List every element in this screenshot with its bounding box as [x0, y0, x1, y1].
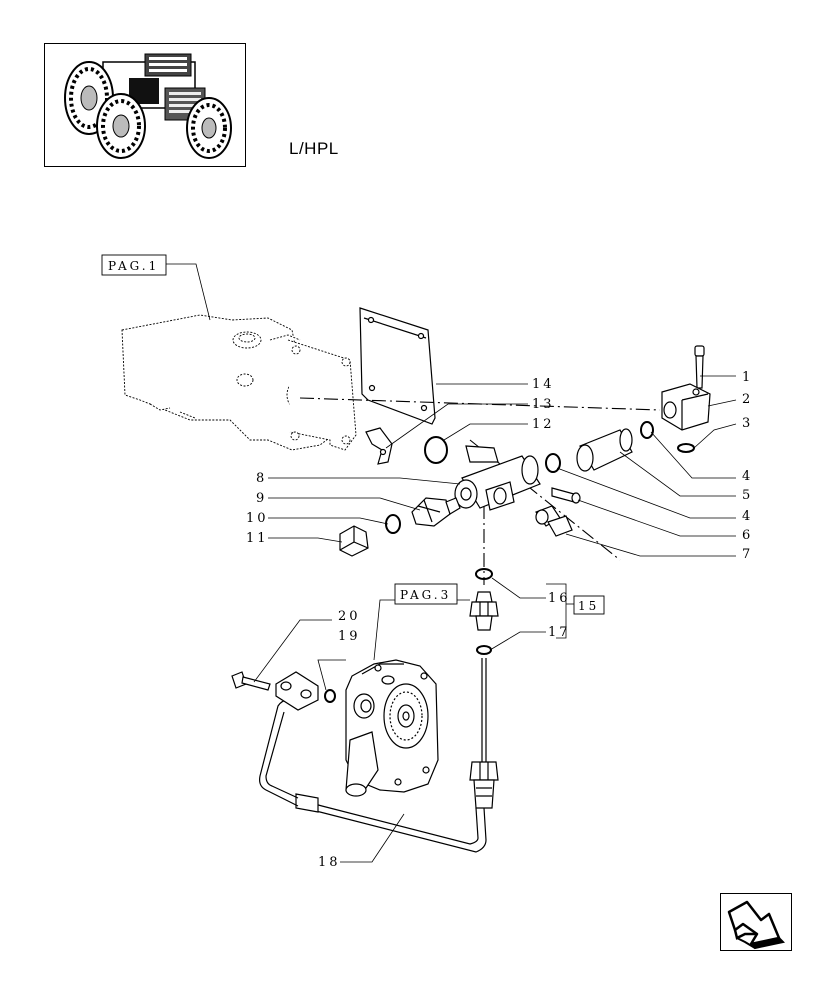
o-ring-part-4-left: [545, 453, 561, 473]
callout-9: 9: [256, 491, 267, 506]
pin-part-6: [551, 487, 581, 504]
tractor-thumbnail-icon: [64, 53, 232, 159]
callout-17: 17: [548, 625, 571, 640]
fitting-part-7: [535, 505, 573, 537]
callout-14: 14: [532, 377, 555, 392]
reference-pag3-label: PAG.3: [400, 588, 451, 602]
callout-1: 1: [742, 370, 753, 385]
screw-part-1: [694, 345, 705, 389]
callout-2: 2: [742, 392, 753, 407]
callout-11: 11: [246, 531, 269, 546]
o-ring-part-19: [324, 689, 336, 703]
pressure-switch-part-9: [411, 497, 461, 527]
callout-19: 19: [338, 629, 361, 644]
callout-5: 5: [742, 488, 753, 503]
o-ring-part-10: [385, 514, 401, 534]
tee-fitting-part-8: [454, 445, 541, 511]
o-ring-part-3: [677, 443, 695, 453]
variant-code: L/HPL: [289, 139, 339, 158]
banjo-fitting: [275, 671, 319, 711]
callout-13: 13: [532, 397, 555, 412]
callout-12: 12: [532, 417, 555, 432]
bracket-part-13: [365, 427, 393, 465]
reference-pag1-label: PAG.1: [108, 259, 159, 273]
callout-18: 18: [318, 855, 341, 870]
tractor-thumbnail: [44, 43, 246, 167]
callout-6: 6: [742, 528, 753, 543]
callout-7: 7: [742, 547, 753, 562]
callout-4a: 4: [742, 469, 753, 484]
next-page-arrow-icon: [727, 900, 786, 950]
hydraulic-pump: [345, 659, 439, 797]
callout-8: 8: [256, 471, 267, 486]
callout-10: 10: [246, 511, 269, 526]
group-ref-15-label: 15: [578, 599, 599, 613]
o-ring-part-16: [475, 568, 493, 580]
callout-labels: 1 2 3 4 5 4 6 7 8 9 10 11 12 13 14 16 17…: [246, 370, 753, 870]
next-page-button[interactable]: [720, 893, 792, 951]
callout-3: 3: [742, 416, 753, 431]
o-ring-part-12: [424, 436, 448, 464]
group-ref-15[interactable]: 15: [573, 595, 605, 615]
gearbox-housing-phantom: [121, 314, 357, 451]
plug-part-11: [339, 525, 369, 557]
o-ring-part-17: [476, 645, 492, 655]
pipe-part-18: [259, 658, 499, 853]
gasket-part-14: [359, 307, 436, 425]
sleeve-part-5: [576, 428, 633, 472]
callout-20: 20: [338, 609, 361, 624]
o-ring-part-4-right: [640, 421, 654, 439]
callout-4b: 4: [742, 509, 753, 524]
block-part-2: [661, 383, 711, 431]
reference-pag3[interactable]: PAG.3: [394, 583, 458, 605]
bolt-part-20: [231, 671, 271, 691]
reference-pag1[interactable]: PAG.1: [101, 254, 167, 276]
leader-lines: [166, 263, 737, 863]
callout-16: 16: [548, 591, 571, 606]
adapter-part-15: [469, 591, 499, 631]
